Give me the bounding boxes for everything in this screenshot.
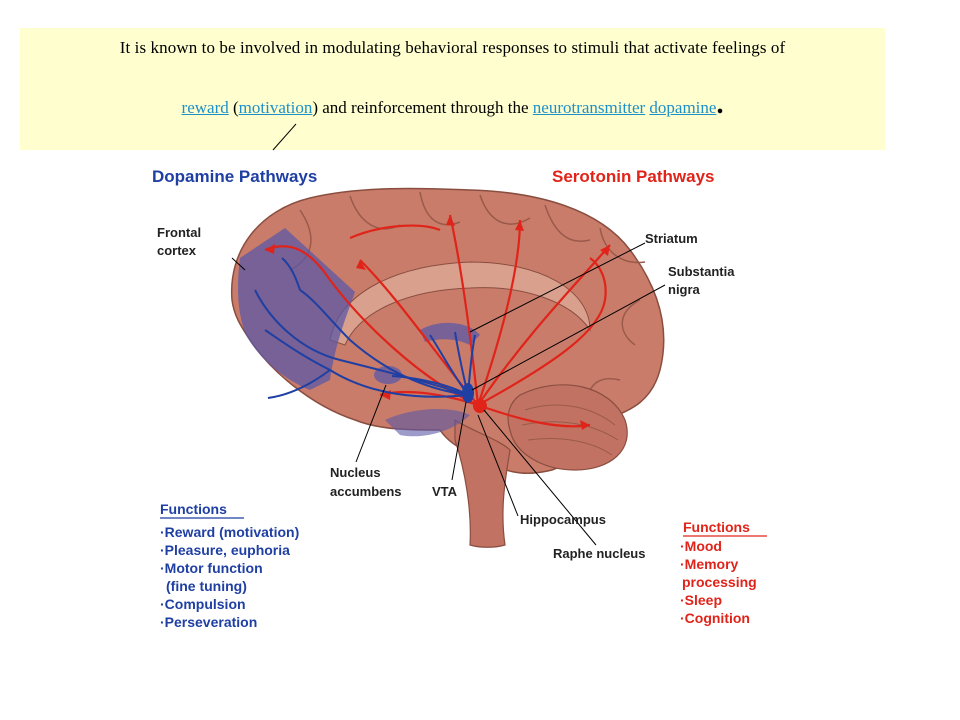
dopamine-title: Dopamine Pathways [152,167,317,186]
hippocampus-label: Hippocampus [520,512,606,527]
callout-line-1: It is known to be involved in modulating… [119,38,786,57]
serotonin-pathways [264,214,611,428]
leader-lines [231,242,666,546]
dopamine-functions-heading: Functions [160,501,227,517]
serotonin-functions-heading: Functions [683,519,750,535]
serotonin-functions: Functions ·Mood ·Memory processing ·Slee… [680,519,767,626]
dopamine-function-item: (fine tuning) [166,578,247,594]
raphe-nucleus-dot [473,399,487,413]
serotonin-function-item: ·Mood [680,538,722,554]
paren-open: ( [233,98,239,117]
frontal-label-line2: cortex [157,243,197,258]
structure-labels: Frontal cortex Striatum Substantia nigra… [157,225,735,561]
motivation-link[interactable]: motivation [238,98,313,117]
reward-link[interactable]: reward [181,98,229,117]
callout-pointer-line [272,123,297,151]
hippocampus-region [385,408,470,437]
cerebellum [507,384,628,471]
vta-label: VTA [432,484,458,499]
cerebellum-folds [521,404,619,456]
callout-line-2: reward (motivation) and reinforcement th… [20,91,885,119]
dopamine-functions: Functions ·Reward (motivation) ·Pleasure… [160,501,299,630]
dopamine-function-item: ·Pleasure, euphoria [160,542,290,558]
callout-text-middle: ) and reinforcement through the [312,98,529,117]
serotonin-function-item: processing [682,574,757,590]
raphe-label: Raphe nucleus [553,546,645,561]
frontal-label-line1: Frontal [157,225,201,240]
nucleus-label-line2: accumbens [330,484,402,499]
frontal-cortex-region [238,228,355,390]
vta-node [462,383,474,403]
striatum-region [420,322,480,345]
dopamine-function-item: ·Perseveration [160,614,257,630]
dopamine-function-item: ·Motor function [160,560,263,576]
serotonin-title: Serotonin Pathways [552,167,714,186]
substantia-label-line1: Substantia [668,264,735,279]
serotonin-arrowheads [265,215,610,430]
brainstem [454,418,511,548]
dopamine-function-item: ·Compulsion [160,596,246,612]
serotonin-function-item: ·Cognition [680,610,750,626]
dopamine-function-item: ·Reward (motivation) [160,524,299,540]
period-glyph: . [716,89,724,120]
nucleus-label-line1: Nucleus [330,465,381,480]
substantia-label-line2: nigra [668,282,701,297]
striatum-label: Striatum [645,231,698,246]
dopamine-link[interactable]: dopamine [649,98,717,117]
serotonin-function-item: ·Memory [680,556,739,572]
serotonin-function-item: ·Sleep [680,592,722,608]
definition-callout: It is known to be involved in modulating… [20,28,885,150]
neurotransmitter-link[interactable]: neurotransmitter [532,98,646,117]
